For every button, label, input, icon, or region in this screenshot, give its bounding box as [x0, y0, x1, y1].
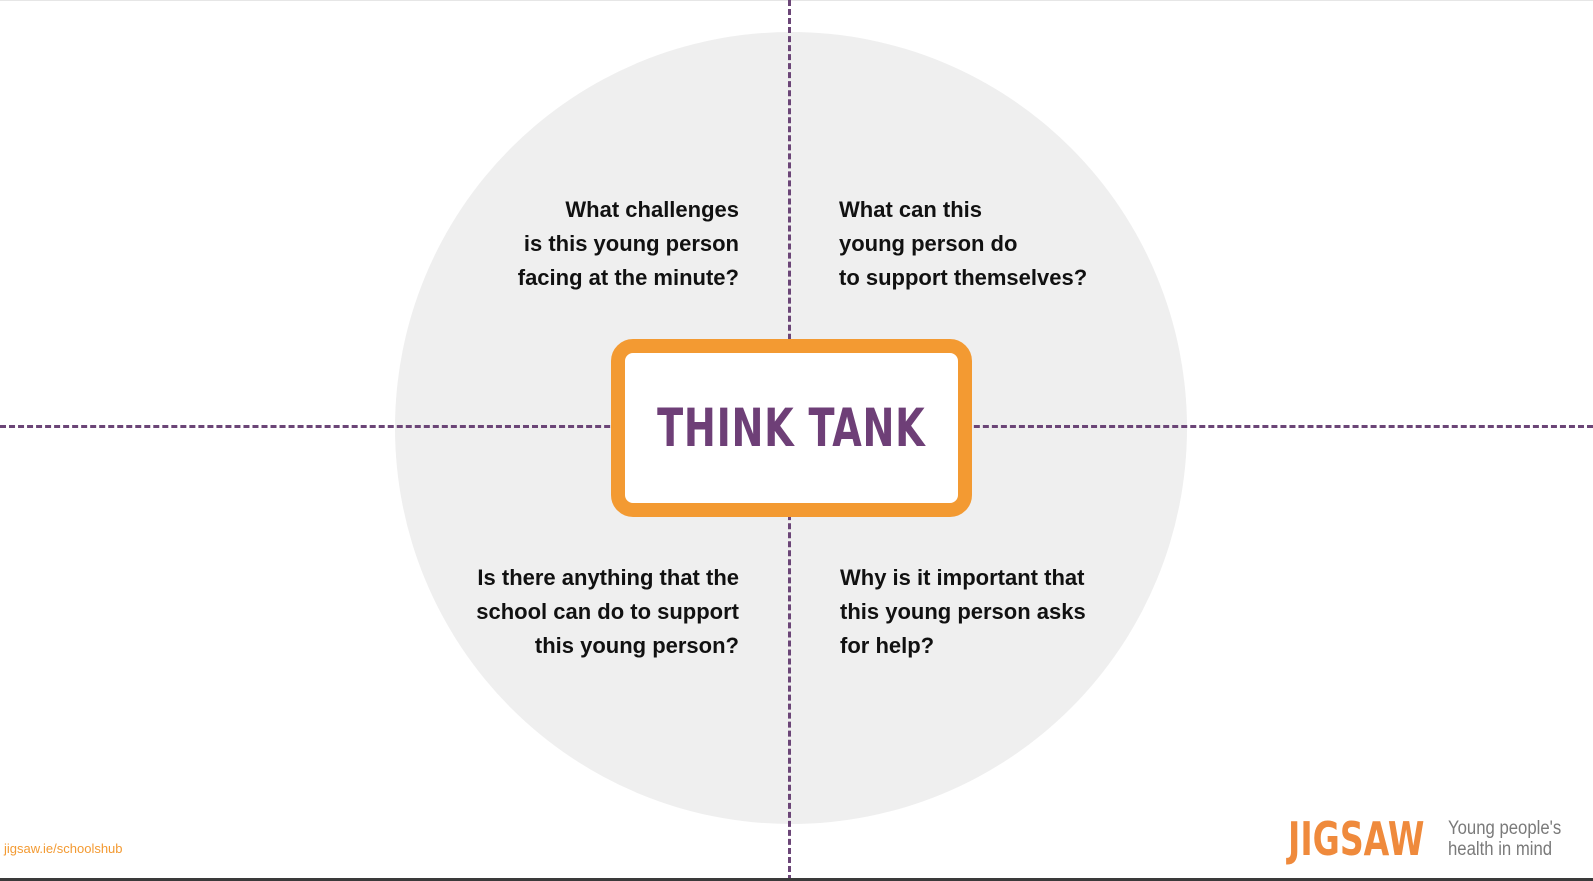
question-line: Is there anything that the — [477, 565, 739, 590]
tagline-line: Young people's — [1448, 818, 1562, 839]
question-line: this young person? — [534, 633, 739, 658]
question-line: is this young person — [523, 231, 739, 256]
bottom-rule — [0, 878, 1593, 881]
question-top-right: What can this young person do to support… — [839, 193, 1087, 295]
logo-tagline: Young people's health in mind — [1448, 818, 1561, 860]
question-line: What challenges — [565, 197, 739, 222]
question-bottom-right: Why is it important that this young pers… — [840, 561, 1086, 663]
question-line: for help? — [840, 633, 935, 658]
question-line: Why is it important that — [840, 565, 1085, 590]
question-line: What can this — [839, 197, 983, 222]
footer-url[interactable]: jigsaw.ie/schoolshub — [4, 841, 123, 856]
question-bottom-left: Is there anything that the school can do… — [476, 561, 739, 663]
question-line: young person do — [839, 231, 1018, 256]
question-line: this young person asks — [840, 599, 1086, 624]
jigsaw-logo: JIGSAW Young people's health in mind — [1288, 812, 1577, 866]
top-rule — [0, 0, 1593, 1]
think-tank-title: THINK TANK — [657, 397, 926, 459]
question-line: facing at the minute? — [517, 265, 739, 290]
question-line: to support themselves? — [839, 265, 1088, 290]
think-tank-box: THINK TANK — [611, 339, 972, 517]
tagline-line: health in mind — [1448, 839, 1553, 860]
logo-wordmark: JIGSAW — [1288, 812, 1425, 866]
question-line: school can do to support — [476, 599, 739, 624]
question-top-left: What challenges is this young person fac… — [518, 193, 739, 295]
